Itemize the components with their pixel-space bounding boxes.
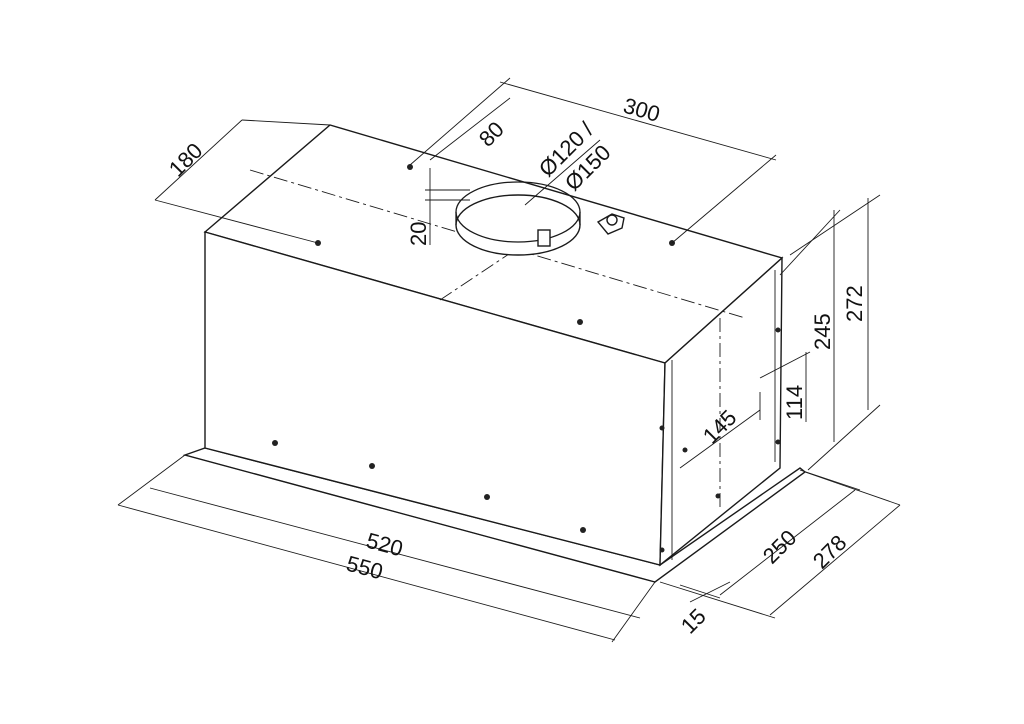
dimension-lines (117, 77, 901, 643)
damper-clip (596, 213, 625, 235)
dim-15: 15 (676, 604, 711, 639)
dim-272: 272 (842, 285, 867, 322)
side-face (659, 256, 783, 567)
dim-300: 300 (621, 93, 663, 127)
dim-278: 278 (808, 530, 852, 574)
dim-250: 250 (758, 525, 802, 569)
dim-245: 245 (810, 313, 835, 350)
dim-114: 114 (782, 385, 807, 420)
dim-180: 180 (164, 138, 208, 182)
air-outlet-collar (455, 181, 581, 256)
dim-20: 20 (406, 222, 431, 246)
screw-holes (272, 164, 781, 553)
